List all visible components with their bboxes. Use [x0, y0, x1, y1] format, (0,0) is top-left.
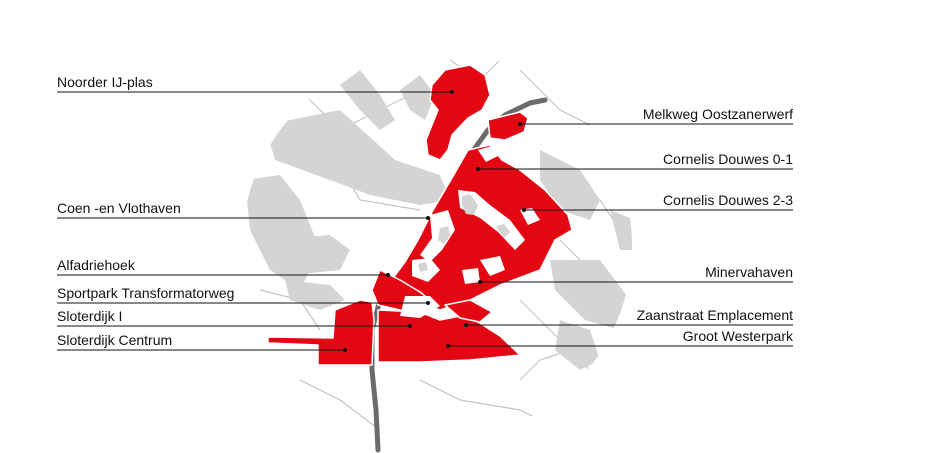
label-sportpark: Sportpark Transformatorweg [57, 285, 235, 301]
background-city-map [245, 59, 632, 431]
area-groot-westerpark [377, 309, 521, 363]
leader-lines [57, 90, 793, 352]
harbour-shapes [245, 70, 632, 370]
grey-harbour-docks [418, 194, 510, 272]
label-cornelis-01: Cornelis Douwes 0-1 [663, 151, 793, 167]
label-noorder-ij-plas: Noorder IJ-plas [57, 74, 153, 90]
label-sloterdijk-1: Sloterdijk I [57, 308, 123, 324]
label-sloterdijk-centrum: Sloterdijk Centrum [57, 332, 173, 348]
area-sloterdijk [267, 299, 375, 366]
area-zaanstraat [444, 299, 493, 323]
label-alfadriehoek: Alfadriehoek [57, 257, 135, 273]
area-melkweg [487, 111, 529, 141]
label-zaanstraat: Zaanstraat Emplacement [636, 307, 793, 323]
area-noorder-ij-plas [425, 64, 491, 161]
label-melkweg: Melkweg Oostzanerwerf [642, 106, 793, 122]
label-coen-vlothaven: Coen -en Vlothaven [57, 200, 181, 216]
development-areas [267, 64, 573, 366]
label-groot-westerpark: Groot Westerpark [682, 328, 793, 344]
label-cornelis-23: Cornelis Douwes 2-3 [663, 192, 793, 208]
label-minervahaven: Minervahaven [705, 264, 793, 280]
